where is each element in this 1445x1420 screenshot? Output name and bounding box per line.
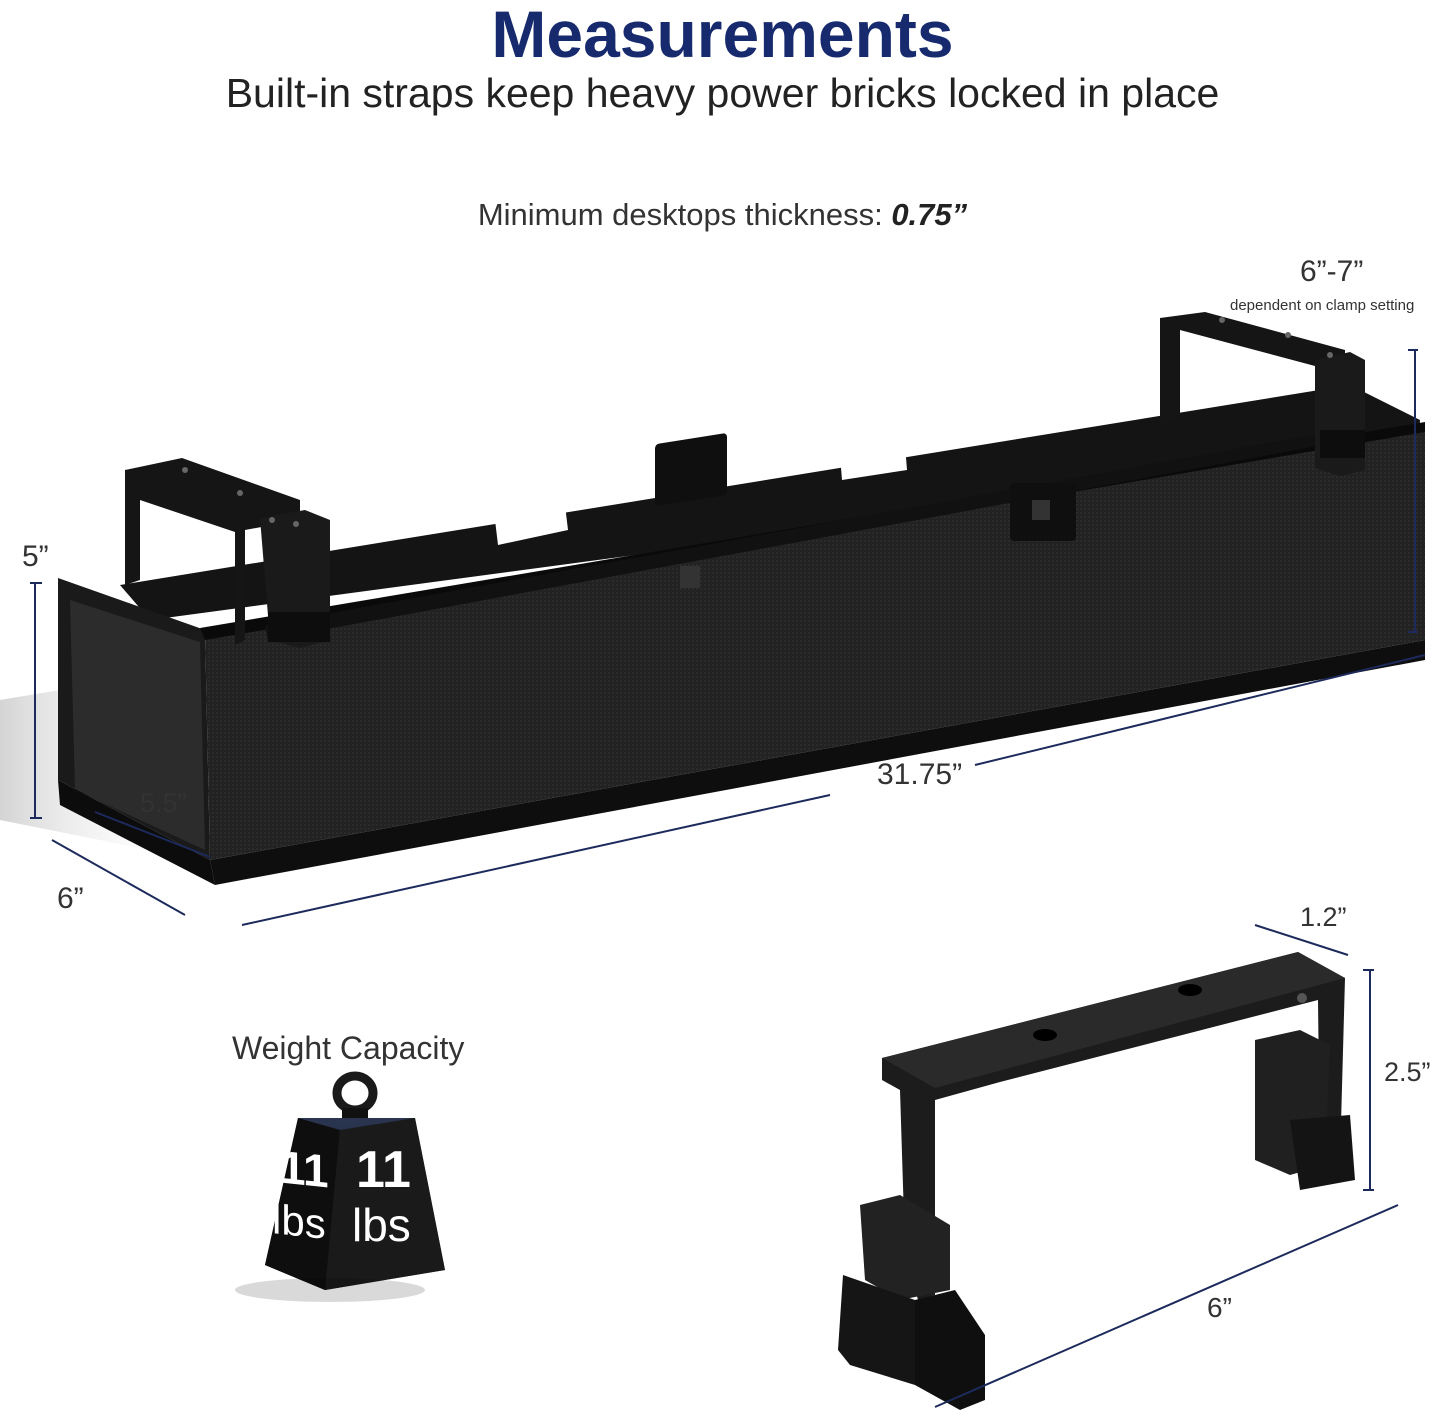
cable-tray — [58, 312, 1425, 885]
depth-label: 6” — [57, 882, 84, 915]
min-thickness-note: Minimum desktops thickness: 0.75” — [0, 197, 1445, 233]
clamp-range-label: 6”-7” — [1300, 255, 1364, 288]
bracket-detail — [838, 952, 1355, 1410]
bracket-width-label: 6” — [1207, 1292, 1232, 1323]
weight-capacity-label: Weight Capacity — [232, 1030, 465, 1066]
weight-unit-left: lbs — [272, 1195, 326, 1248]
min-thickness-value: 0.75” — [891, 197, 968, 232]
weight-value-left: 11 — [280, 1140, 329, 1198]
bracket-dimension-lines — [934, 924, 1399, 1408]
left-clamp — [125, 458, 330, 648]
bracket-top-label: 1.2” — [1300, 902, 1347, 932]
right-clamp — [1160, 312, 1365, 476]
height-label: 5” — [22, 540, 49, 573]
inner-depth-label: 5.5” — [140, 788, 187, 818]
clamp-note-label: dependent on clamp setting — [1230, 297, 1415, 314]
page-title: Measurements — [491, 0, 954, 71]
length-label: 31.75” — [877, 758, 963, 791]
page-subtitle: Built-in straps keep heavy power bricks … — [225, 70, 1220, 116]
tray-dimension-lines — [30, 349, 1426, 926]
min-thickness-label: Minimum desktops thickness: — [477, 197, 892, 232]
bracket-height-label: 2.5” — [1384, 1057, 1431, 1087]
weight-icon — [235, 1071, 445, 1302]
weight-unit-right: lbs — [352, 1199, 411, 1251]
weight-value-right: 11 — [356, 1141, 411, 1199]
